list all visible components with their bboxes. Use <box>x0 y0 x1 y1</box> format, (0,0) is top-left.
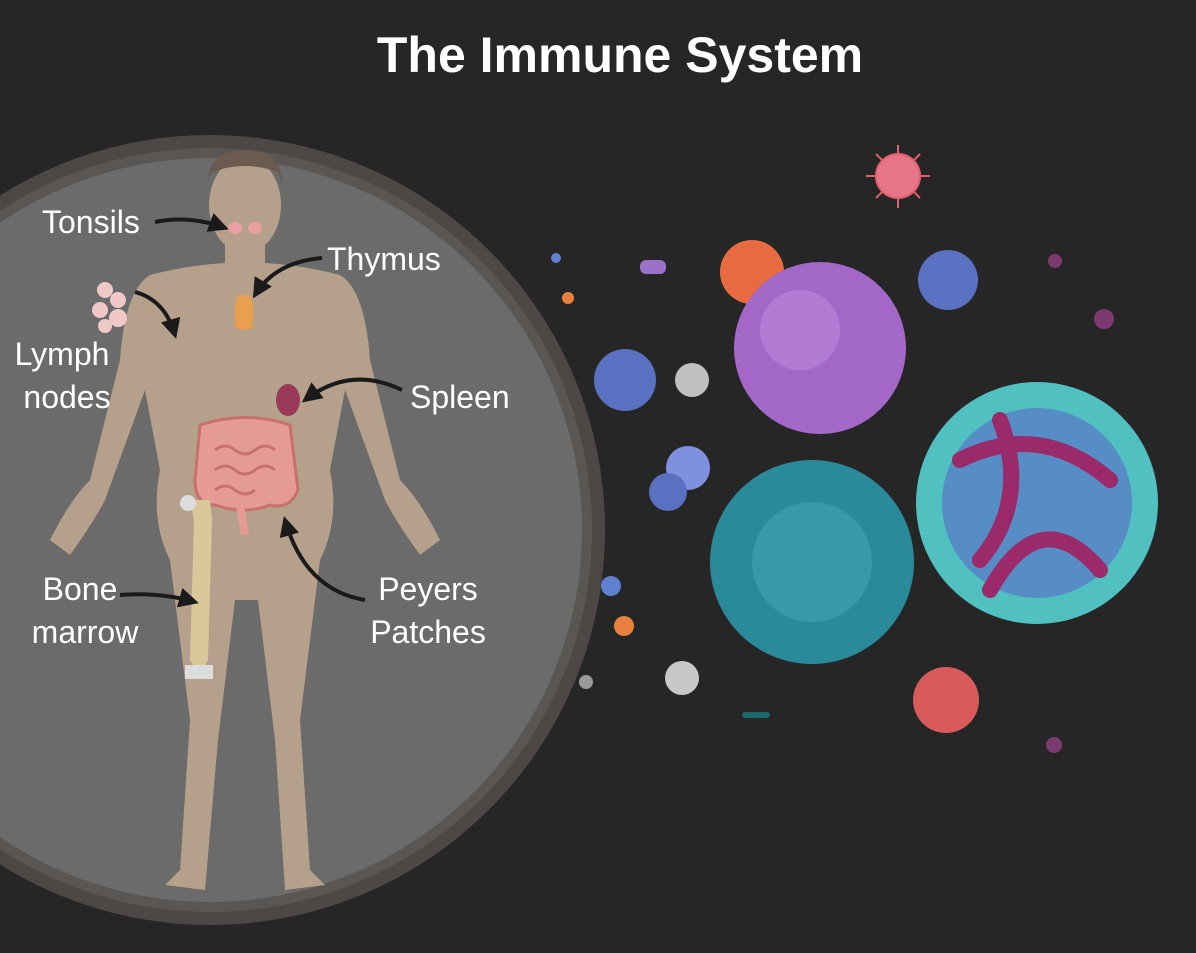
virus-spiked-red <box>866 145 930 208</box>
spleen <box>276 384 300 416</box>
pathogens <box>551 145 1158 753</box>
arrow-lymph <box>134 290 181 339</box>
label-lymph-line2: nodes <box>23 379 110 415</box>
label-peyers-line2: Patches <box>370 614 486 650</box>
label-bone-line1: Bone <box>43 571 118 607</box>
diagram-title: The Immune System <box>377 27 863 83</box>
arrow-bone <box>119 587 199 608</box>
pointer-arrows <box>119 213 403 608</box>
label-lymph-line1: Lymph <box>15 336 110 372</box>
arrow-tonsils <box>154 213 229 232</box>
virus-gray-small <box>665 661 699 695</box>
thymus <box>234 295 254 330</box>
virus-blue-top <box>918 250 978 310</box>
virus-blue-left <box>594 349 656 411</box>
arrow-peyers <box>279 516 366 602</box>
lymph-nodes <box>92 282 127 333</box>
virus-red <box>913 667 979 733</box>
label-tonsils: Tonsils <box>42 204 140 240</box>
bacterium-purple <box>640 260 666 274</box>
label-peyers-line1: Peyers <box>378 571 478 607</box>
femur-bone <box>180 495 213 679</box>
label-spleen: Spleen <box>410 379 510 415</box>
label-bone-line2: marrow <box>32 614 140 650</box>
virus-gray <box>675 363 709 397</box>
arrow-thymus <box>252 256 323 299</box>
tonsils <box>228 222 262 234</box>
arrow-spleen <box>301 377 403 403</box>
label-thymus: Thymus <box>327 241 441 277</box>
virus-blue-small <box>649 473 687 511</box>
